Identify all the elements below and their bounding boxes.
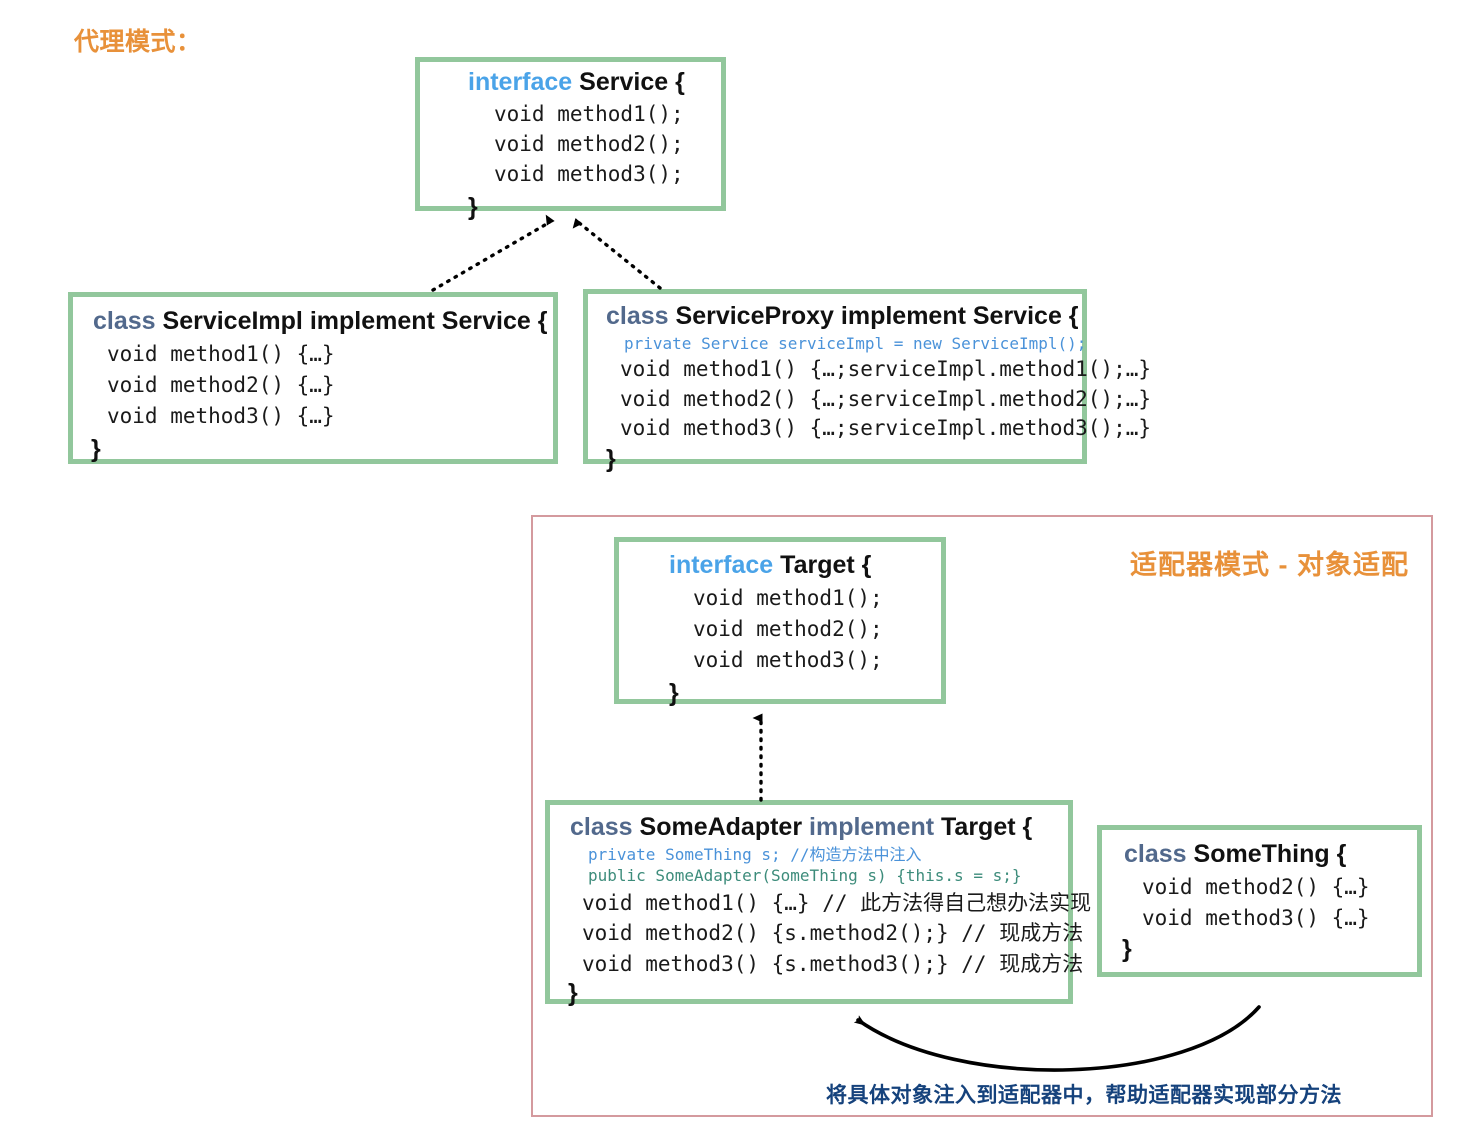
some-thing-header: class SomeThing {	[1112, 840, 1407, 870]
service-impl-method-1: void method1() {…}	[107, 341, 335, 366]
connector-serviceimpl-to-service	[431, 214, 555, 292]
some-thing-method-3: void method3() {…}	[1142, 905, 1370, 930]
service-proxy-closing-brace: }	[606, 445, 616, 474]
some-adapter-closing-brace: }	[568, 978, 578, 1007]
service-method-2: void method2();	[494, 131, 684, 156]
service-impl-header: class ServiceImpl implement Service {	[83, 307, 547, 337]
service-proxy-field: private Service serviceImpl = new Servic…	[624, 333, 1087, 353]
class-keyword: class	[1124, 840, 1187, 868]
service-closing-brace: }	[468, 193, 478, 222]
proxy-pattern-title: 代理模式：	[74, 28, 202, 56]
interface-keyword: interface	[468, 68, 573, 96]
service-method-1: void method1();	[494, 101, 684, 126]
uml-box-service-impl: class ServiceImpl implement Service { vo…	[68, 292, 558, 464]
some-adapter-method-2: void method2() {s.method2();} // 现成方法	[582, 921, 1084, 946]
uml-box-some-adapter: class SomeAdapter implement Target { pri…	[545, 800, 1091, 1006]
target-interface-body: interface Target { void method1(); void …	[619, 542, 941, 716]
some-adapter-field-private: private SomeThing s; //构造方法中注入	[588, 844, 922, 864]
connector-serviceproxy-to-service	[572, 218, 662, 290]
some-thing-method-2: void method2() {…}	[1142, 874, 1370, 899]
some-adapter-name: SomeAdapter	[639, 813, 803, 841]
some-thing-name: SomeThing {	[1193, 840, 1347, 868]
class-keyword: class	[570, 813, 633, 841]
some-adapter-method-1: void method1() {…} // 此方法得自己想办法实现	[582, 891, 1092, 916]
target-method-1: void method1();	[693, 585, 883, 610]
implement-keyword: implement	[809, 813, 935, 841]
target-closing-brace: }	[669, 679, 679, 708]
uml-box-target-interface: interface Target { void method1(); void …	[614, 537, 946, 707]
some-thing-body: class SomeThing { void method2() {…} voi…	[1102, 830, 1417, 972]
target-interface-header: interface Target {	[629, 551, 931, 581]
service-interface-header: interface Service {	[430, 68, 711, 98]
some-adapter-constructor: public SomeAdapter(SomeThing s) {this.s …	[588, 866, 1022, 886]
service-method-3: void method3();	[494, 162, 684, 187]
service-proxy-method-2: void method2() {…;serviceImpl.method2();…	[620, 386, 1152, 411]
adapter-pattern-title: 适配器模式 - 对象适配	[1130, 550, 1409, 580]
class-keyword: class	[93, 307, 156, 335]
target-method-3: void method3();	[693, 648, 883, 673]
service-impl-method-3: void method3() {…}	[107, 404, 335, 429]
some-adapter-target-name: Target {	[941, 813, 1033, 841]
some-adapter-body: class SomeAdapter implement Target { pri…	[550, 805, 1092, 1015]
uml-box-service-proxy: class ServiceProxy implement Service { p…	[583, 289, 1151, 473]
service-impl-method-2: void method2() {…}	[107, 372, 335, 397]
service-interface-body: interface Service { void method1(); void…	[420, 62, 721, 230]
service-proxy-body: class ServiceProxy implement Service { p…	[588, 294, 1152, 482]
service-proxy-method-1: void method1() {…;serviceImpl.method1();…	[620, 357, 1152, 382]
service-interface-name: Service {	[579, 68, 685, 96]
service-impl-body: class ServiceImpl implement Service { vo…	[73, 297, 553, 472]
service-proxy-method-3: void method3() {…;serviceImpl.method3();…	[620, 415, 1152, 440]
some-adapter-method-3: void method3() {s.method3();} // 现成方法	[582, 951, 1084, 976]
adapter-injection-caption: 将具体对象注入到适配器中，帮助适配器实现部分方法	[826, 1084, 1342, 1107]
class-keyword: class	[606, 302, 669, 330]
some-adapter-header: class SomeAdapter implement Target {	[560, 813, 1058, 843]
service-proxy-header: class ServiceProxy implement Service {	[598, 302, 1079, 332]
some-thing-closing-brace: }	[1122, 935, 1132, 964]
adapter-pattern-panel	[531, 515, 1433, 1117]
service-impl-closing-brace: }	[91, 435, 101, 464]
service-impl-name: ServiceImpl implement Service {	[162, 307, 548, 335]
service-proxy-name: ServiceProxy implement Service {	[675, 302, 1079, 330]
target-method-2: void method2();	[693, 616, 883, 641]
target-interface-name: Target {	[780, 551, 872, 579]
uml-box-some-thing: class SomeThing { void method2() {…} voi…	[1097, 825, 1422, 977]
interface-keyword: interface	[669, 551, 774, 579]
uml-box-service-interface: interface Service { void method1(); void…	[415, 57, 726, 221]
